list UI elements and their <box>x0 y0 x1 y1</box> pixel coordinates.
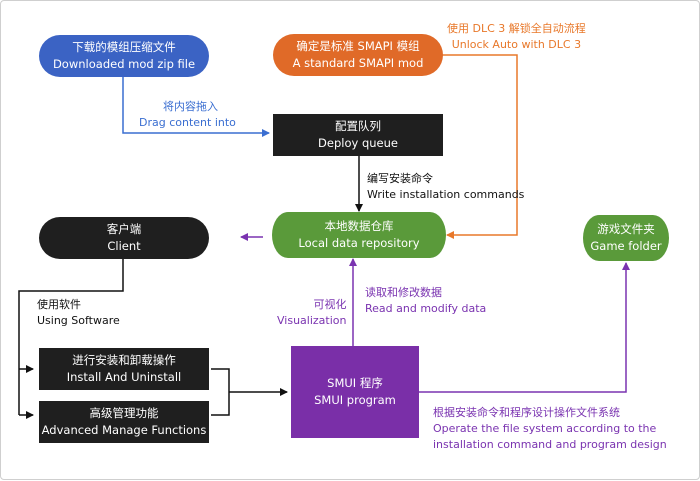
label-zh: 根据安装命令和程序设计操作文件系统 <box>433 406 620 419</box>
label-visualization: 可视化 Visualization <box>277 297 346 329</box>
node-label-en: Client <box>107 239 141 253</box>
label-zh: 编写安装命令 <box>367 172 433 185</box>
edge-smui-to-game <box>419 262 630 393</box>
node-label-zh: 下载的模组压缩文件 <box>72 40 176 54</box>
edge-install-merge <box>211 368 230 416</box>
edge-client-branch <box>18 259 124 415</box>
node-local-repository: 本地数据仓库 Local data repository <box>272 212 446 258</box>
edge-smapi-to-repo <box>441 54 518 239</box>
label-read-modify: 读取和修改数据 Read and modify data <box>365 285 486 317</box>
node-label-zh: 确定是标准 SMAPI 模组 <box>296 39 420 53</box>
label-operate-fs: 根据安装命令和程序设计操作文件系统 Operate the file syste… <box>433 405 667 453</box>
label-zh: 可视化 <box>313 298 347 311</box>
node-label-zh: SMUI 程序 <box>327 376 383 390</box>
label-drag-content: 将内容拖入 Drag content into <box>139 99 236 131</box>
node-label-zh: 高级管理功能 <box>89 406 159 420</box>
node-deploy-queue: 配置队列 Deploy queue <box>273 114 443 156</box>
label-en: Visualization <box>277 314 347 327</box>
label-en: Using Software <box>37 314 120 327</box>
label-using-software: 使用软件 Using Software <box>37 297 120 329</box>
node-smui-program: SMUI 程序 SMUI program <box>291 346 419 438</box>
edge-zip-to-queue <box>122 77 270 137</box>
node-advanced-functions: 高级管理功能 Advanced Manage Functions <box>39 401 209 443</box>
label-en-line1: Operate the file system according to the <box>433 422 657 435</box>
node-downloaded-zip: 下载的模组压缩文件 Downloaded mod zip file <box>39 35 209 77</box>
node-label-zh: 游戏文件夹 <box>597 222 655 236</box>
node-install-uninstall: 进行安装和卸载操作 Install And Uninstall <box>39 348 209 390</box>
label-en: Drag content into <box>139 116 236 129</box>
label-en-line2: installation command and program design <box>433 438 667 451</box>
node-label-en: SMUI program <box>314 393 396 407</box>
label-zh: 读取和修改数据 <box>365 286 442 299</box>
label-zh: 将内容拖入 <box>163 100 218 113</box>
label-zh: 使用 DLC 3 解锁全自动流程 <box>447 22 586 35</box>
node-label-en: Advanced Manage Functions <box>41 423 207 437</box>
node-label-en: Deploy queue <box>318 136 398 150</box>
node-label-en: Game folder <box>590 239 662 253</box>
node-label-zh: 进行安装和卸载操作 <box>72 353 176 367</box>
node-label-en: A standard SMAPI mod <box>292 56 424 70</box>
node-label-en: Install And Uninstall <box>66 370 182 384</box>
node-client: 客户端 Client <box>39 217 209 259</box>
node-label-en: Local data repository <box>298 236 420 250</box>
node-label-zh: 客户端 <box>106 222 142 236</box>
node-label-zh: 本地数据仓库 <box>324 219 394 233</box>
label-write-commands: 编写安装命令 Write installation commands <box>367 171 524 203</box>
label-en: Read and modify data <box>365 302 487 315</box>
label-en: Write installation commands <box>367 188 525 201</box>
label-dlc-unlock: 使用 DLC 3 解锁全自动流程 Unlock Auto with DLC 3 <box>447 21 586 53</box>
node-label-zh: 配置队列 <box>335 119 381 133</box>
edge-repo-to-client <box>239 235 271 283</box>
node-game-folder: 游戏文件夹 Game folder <box>583 215 669 261</box>
label-zh: 使用软件 <box>37 298 81 311</box>
node-standard-smapi: 确定是标准 SMAPI 模组 A standard SMAPI mod <box>273 34 443 76</box>
node-label-en: Downloaded mod zip file <box>52 57 196 71</box>
label-en: Unlock Auto with DLC 3 <box>451 38 582 51</box>
